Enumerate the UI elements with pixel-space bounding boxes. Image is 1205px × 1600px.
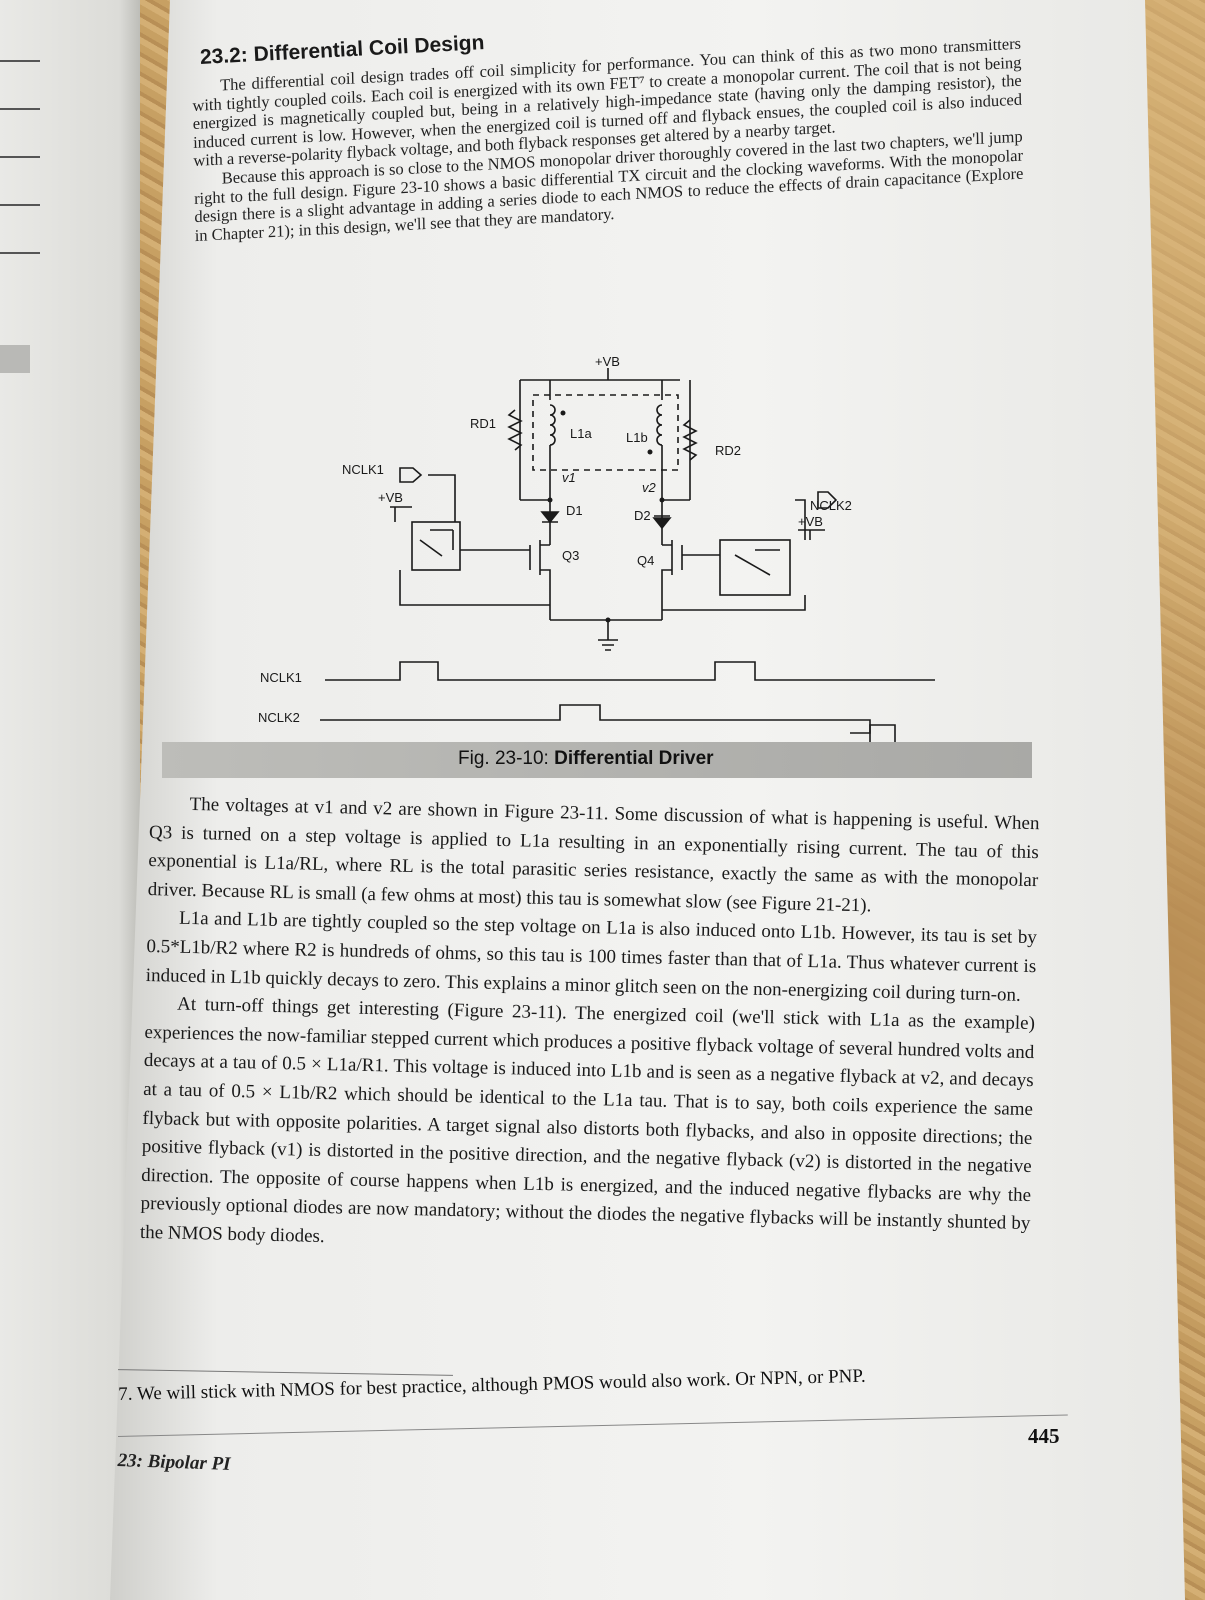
body-text: The voltages at v1 and v2 are shown in F… <box>140 790 1040 1268</box>
caption-prefix: Fig. 23-10: <box>458 748 555 769</box>
label-q3: Q3 <box>562 548 579 563</box>
label-rd2: RD2 <box>715 443 741 458</box>
body-paragraph-1: The voltages at v1 and v2 are shown in F… <box>147 793 1040 917</box>
label-d2: D2 <box>634 508 651 523</box>
book-page <box>110 0 1185 1600</box>
intro-text: The differential coil design trades off … <box>192 34 1024 246</box>
label-q4: Q4 <box>637 553 654 568</box>
footnote-rule <box>118 1369 453 1376</box>
left-page-marks <box>0 60 60 300</box>
running-footer: 23: Bipolar PI <box>117 1450 231 1475</box>
footnote: 7. We will stick with NMOS for best prac… <box>118 1365 866 1405</box>
label-rd1: RD1 <box>470 416 496 431</box>
label-vb-left: +VB <box>378 490 403 505</box>
page-number: 445 <box>1028 1424 1060 1448</box>
waveform-label-nclk1: NCLK1 <box>260 670 302 685</box>
figure-caption: Fig. 23-10: Differential Driver <box>458 748 714 770</box>
label-d1: D1 <box>566 503 583 518</box>
body-paragraph-3: At turn-off things get interesting (Figu… <box>139 993 1036 1247</box>
label-nclk1-input: NCLK1 <box>342 462 384 477</box>
left-page-tab <box>0 345 30 373</box>
left-page <box>0 0 140 1600</box>
label-v1: v1 <box>562 470 576 485</box>
label-v2: v2 <box>642 480 657 495</box>
label-l1b: L1b <box>626 430 648 445</box>
circuit-figure: +VB RD1 L1a L1b RD2 NCLK1 NCLK2 +VB +VB … <box>258 354 940 746</box>
caption-title: Differential Driver <box>554 748 714 769</box>
footer-rule <box>118 1414 1068 1437</box>
caption-bar <box>162 742 1032 778</box>
label-l1a: L1a <box>570 426 592 441</box>
label-nclk2-input: NCLK2 <box>810 498 852 513</box>
waveform-label-nclk2: NCLK2 <box>258 710 300 725</box>
label-vb-right: +VB <box>798 514 823 529</box>
label-vb-top: +VB <box>595 354 620 369</box>
